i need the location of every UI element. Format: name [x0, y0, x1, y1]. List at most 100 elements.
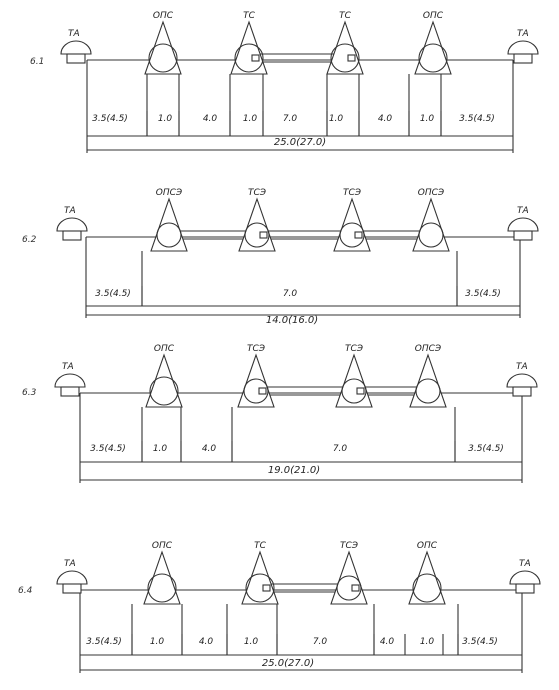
left-lamp-icon: [60, 40, 92, 64]
triangle-icon: [408, 550, 446, 605]
square-marker-icon: [262, 584, 271, 592]
left-lamp-icon: [54, 373, 86, 397]
unit-label: ОПСЭ: [415, 344, 442, 354]
circle-icon: [336, 575, 362, 601]
unit-base-0: [146, 74, 180, 137]
unit-0: [145, 353, 183, 408]
right-lamp-icon: [509, 570, 541, 594]
triangle-icon: [144, 20, 182, 75]
lamp-base-icon: [512, 386, 532, 397]
unit-label: ОПС: [417, 541, 438, 551]
unit-2: [333, 197, 371, 252]
lamp-base-icon: [62, 583, 82, 594]
dimension-value: 1.0: [420, 637, 435, 647]
dimension-value: 4.0: [203, 114, 218, 124]
lamp-base-icon: [62, 230, 82, 241]
dimension-value: 4.0: [199, 637, 214, 647]
dimension-value: 4.0: [202, 444, 217, 454]
end-label-right: ТА: [516, 362, 528, 372]
unit-label: ОПСЭ: [156, 188, 183, 198]
unit-label: ОПС: [154, 344, 175, 354]
triangle-icon: [237, 353, 275, 408]
square-marker-icon: [356, 387, 365, 395]
triangle-icon: [335, 353, 373, 408]
unit-3: [409, 353, 447, 408]
unit-3: [408, 550, 446, 605]
diagram-id: 6.3: [22, 388, 37, 398]
unit-label: ТС: [254, 541, 266, 551]
unit-base-1: [226, 604, 278, 656]
dimension-value: 4.0: [378, 114, 393, 124]
triangle-icon: [326, 20, 364, 75]
square-marker-icon: [258, 387, 267, 395]
circle-icon: [243, 378, 269, 404]
circle-icon: [339, 222, 365, 248]
diagram-id: 6.2: [22, 235, 37, 245]
triangle-icon: [414, 20, 452, 75]
end-label-left: ТА: [62, 362, 74, 372]
triangle-icon: [409, 353, 447, 408]
square-marker-icon: [354, 231, 363, 239]
unit-3: [412, 197, 450, 252]
lamp-base-icon: [60, 386, 80, 397]
unit-1: [237, 353, 275, 408]
unit-label: ТСЭ: [343, 188, 362, 198]
lamp-dome-icon: [506, 373, 538, 388]
dimension-value: 3.5(4.5): [86, 637, 122, 647]
unit-base-2: [326, 74, 360, 137]
lamp-base-icon: [513, 230, 533, 241]
dimension-value: 7.0: [313, 637, 328, 647]
circle-icon: [245, 573, 275, 603]
dimension-value: 3.5(4.5): [90, 444, 126, 454]
unit-0: [150, 197, 188, 252]
dimension-value: 3.5(4.5): [462, 637, 498, 647]
lamp-dome-icon: [54, 373, 86, 388]
total-value: 19.0(21.0): [268, 465, 320, 476]
end-label-left: ТА: [64, 559, 76, 569]
triangle-icon: [412, 197, 450, 252]
lamp-base-icon: [515, 583, 535, 594]
circle-icon: [234, 43, 264, 73]
unit-0: [144, 20, 182, 75]
unit-base-0: [141, 251, 458, 307]
end-label-right: ТА: [519, 559, 531, 569]
dimension-value: 7.0: [283, 289, 298, 299]
triangle-icon: [330, 550, 368, 605]
unit-2: [330, 550, 368, 605]
end-label-right: ТА: [517, 29, 529, 39]
triangle-icon: [238, 197, 276, 252]
right-lamp-icon: [506, 373, 538, 397]
left-lamp-icon: [56, 570, 88, 594]
dimension-value: 3.5(4.5): [465, 289, 501, 299]
dimension-value: 1.0: [153, 444, 168, 454]
unit-label: ТСЭ: [248, 188, 267, 198]
total-value: 25.0(27.0): [262, 658, 314, 669]
unit-1: [241, 550, 279, 605]
circle-icon: [330, 43, 360, 73]
unit-2: [335, 353, 373, 408]
lamp-dome-icon: [56, 217, 88, 232]
dimension-value: 7.0: [283, 114, 298, 124]
dimension-value: 1.0: [243, 114, 258, 124]
circle-icon: [147, 573, 177, 603]
circle-icon: [412, 573, 442, 603]
unit-3: [414, 20, 452, 75]
dimension-value: 1.0: [244, 637, 259, 647]
unit-label: ТСЭ: [340, 541, 359, 551]
lamp-base-icon: [513, 53, 533, 64]
unit-base-2: [373, 604, 459, 656]
lamp-dome-icon: [507, 217, 539, 232]
dimension-value: 4.0: [380, 637, 395, 647]
dimension-value: 1.0: [158, 114, 173, 124]
square-marker-icon: [347, 54, 356, 62]
unit-label: ОПСЭ: [418, 188, 445, 198]
unit-1: [230, 20, 268, 75]
lamp-dome-icon: [56, 570, 88, 585]
triangle-icon: [145, 353, 183, 408]
triangle-icon: [333, 197, 371, 252]
square-marker-icon: [259, 231, 268, 239]
triangle-icon: [143, 550, 181, 605]
